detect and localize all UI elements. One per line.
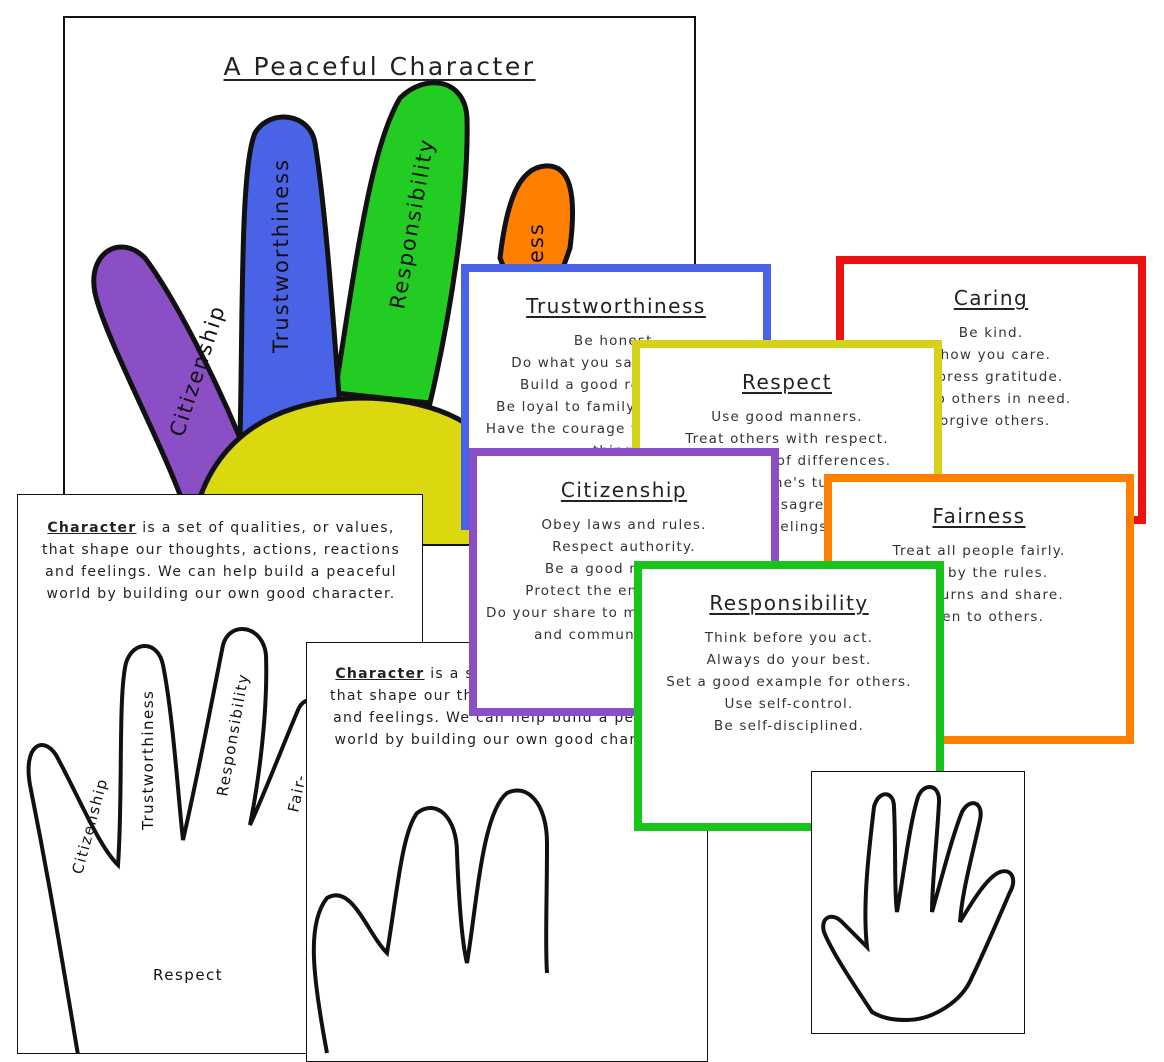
card-caring-title: Caring	[953, 286, 1029, 310]
colored-hand-illustration: Citizenship Trustworthiness Responsibili…	[91, 80, 576, 544]
character-definition: Character is a set of qualities, or valu…	[28, 517, 414, 605]
card-line: Think before you act.	[704, 630, 874, 646]
card-line: Always do your best.	[706, 652, 872, 668]
card-line: Obey laws and rules.	[541, 517, 707, 533]
hand-tracing-card	[811, 771, 1025, 1034]
card-citizenship-title: Citizenship	[560, 478, 688, 502]
character-bold-word: Character	[47, 520, 137, 536]
card-trustworthiness-title: Trustworthiness	[526, 294, 706, 318]
card-respect-title: Respect	[741, 370, 833, 394]
card-line: Express gratitude.	[918, 369, 1064, 385]
blank-hand-outline-path	[311, 788, 550, 1054]
labeled-hand-outline: Citizenship Trustworthiness Responsibili…	[26, 627, 320, 1053]
card-line: Treat others with respect.	[685, 431, 889, 447]
card-responsibility: Responsibility Think before you act. Alw…	[634, 561, 944, 831]
trustworthiness-finger-label: Trustworthiness	[269, 158, 293, 354]
citizenship-finger	[91, 244, 243, 522]
card-line: Set a good example for others.	[666, 674, 912, 690]
labeled-trustworthiness-label: Trustworthiness	[139, 690, 157, 831]
labeled-respect-label: Respect	[153, 966, 223, 984]
blank-hand-outline	[311, 788, 550, 1054]
labeled-responsibility-label: Responsibility	[213, 672, 252, 798]
traced-hand-icon	[821, 785, 1016, 1023]
card-fairness-title: Fairness	[932, 504, 1026, 528]
card-caring-lines: Be kind. Show you care. Express gratitud…	[844, 322, 1138, 432]
card-responsibility-title: Responsibility	[709, 591, 869, 615]
card-line: Be kind.	[958, 325, 1024, 341]
card-line: Use good manners.	[711, 409, 863, 425]
character-definition-text: is a set of qualities, or values, that s…	[41, 520, 401, 602]
card-responsibility-lines: Think before you act. Always do your bes…	[642, 627, 936, 737]
card-line: Respect authority.	[552, 539, 696, 555]
card-line: Forgive others.	[931, 413, 1051, 429]
card-line: Listen to others.	[913, 609, 1045, 625]
hand-outline-path	[26, 627, 320, 1053]
responsibility-finger	[332, 80, 470, 406]
trustworthiness-finger	[237, 114, 343, 442]
card-line: Use self-control.	[724, 696, 854, 712]
card-line: Help others in need.	[910, 391, 1072, 407]
card-line: Treat all people fairly.	[892, 543, 1066, 559]
blank-character-bold-word: Character	[335, 666, 425, 682]
card-line: Be self-disciplined.	[713, 718, 865, 734]
card-line: Show you care.	[930, 347, 1052, 363]
fairness-finger-label: ess	[524, 222, 548, 263]
poster-title: A Peaceful Character	[223, 52, 536, 81]
